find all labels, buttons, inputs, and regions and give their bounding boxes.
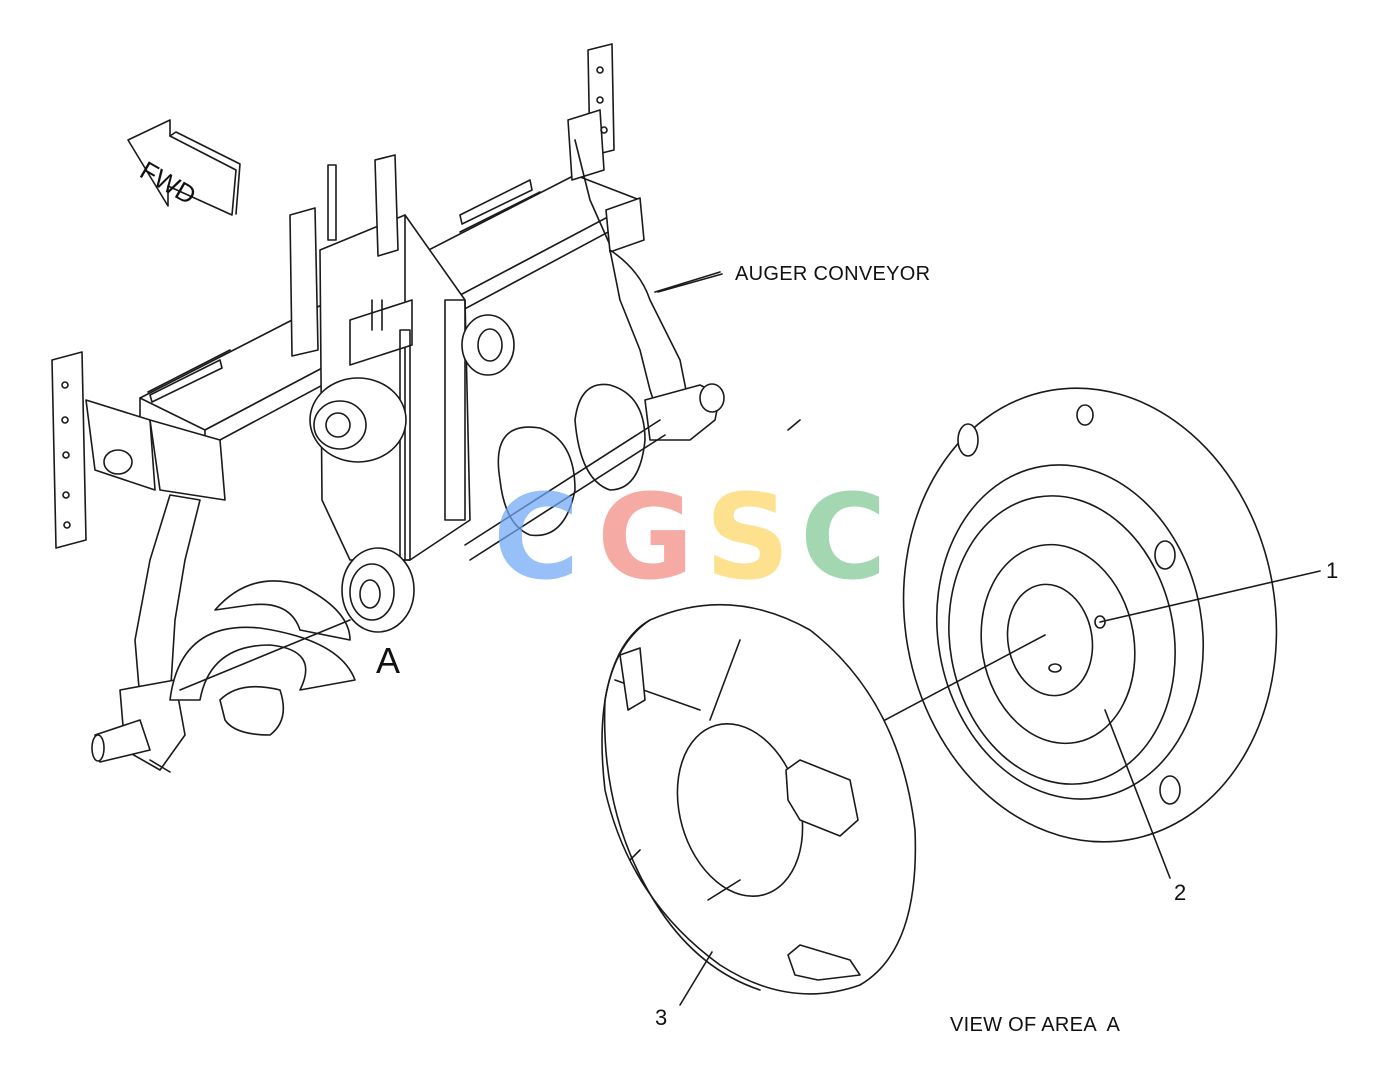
hub-flange-part-2 — [902, 387, 1278, 843]
right-upright-bracket — [567, 43, 645, 301]
view-caption: VIEW OF AREA A — [950, 1014, 1121, 1036]
gearbox-housing — [319, 214, 471, 561]
watermark-letter-4: C — [800, 468, 887, 606]
area-a-marker: A — [376, 640, 401, 681]
area-a-hub — [341, 547, 415, 633]
watermark-letter-1: C — [493, 468, 580, 606]
axis-center-line — [884, 634, 1046, 721]
callout-1: 1 — [1326, 558, 1339, 583]
right-auger-arm — [609, 249, 725, 441]
fwd-arrow-icon — [127, 119, 241, 216]
auger-conveyor-label: AUGER CONVEYOR — [735, 263, 931, 285]
callout-1-leader — [1099, 570, 1321, 623]
left-gearbox-hub — [309, 377, 407, 463]
right-gearbox-hub — [461, 314, 515, 376]
counterweight-part-3 — [601, 419, 917, 995]
callout-3: 3 — [655, 1005, 668, 1030]
left-upright-brackets — [51, 154, 399, 549]
left-auger-arm — [91, 494, 201, 773]
watermark-letter-3: S — [705, 468, 790, 606]
callout-2-leader — [1104, 709, 1171, 879]
callout-3-leader — [679, 951, 713, 1006]
right-auger-flights — [464, 383, 666, 561]
watermark-letter-2: G — [597, 468, 694, 606]
callout-2: 2 — [1174, 880, 1187, 905]
auger-leader-line — [657, 273, 723, 293]
left-auger-flights — [169, 580, 356, 736]
